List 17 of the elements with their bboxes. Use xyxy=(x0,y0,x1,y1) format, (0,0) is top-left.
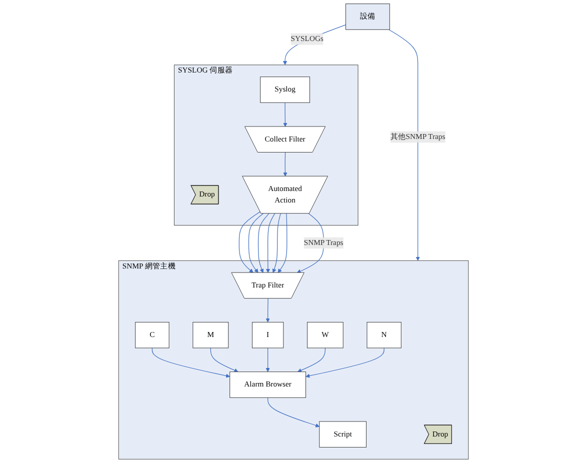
arrow xyxy=(266,213,276,273)
arrow xyxy=(283,102,288,127)
arrow xyxy=(268,397,320,428)
arrow xyxy=(152,348,230,378)
arrow xyxy=(248,213,264,273)
arrow xyxy=(238,211,260,273)
arrow xyxy=(306,348,384,378)
arrow xyxy=(282,24,346,66)
arrow xyxy=(258,213,270,273)
arrow xyxy=(388,29,420,261)
arrow xyxy=(266,348,270,372)
arrow xyxy=(272,213,281,273)
arrow xyxy=(283,152,288,177)
arrow xyxy=(266,298,270,322)
arrow xyxy=(210,348,238,372)
arrow xyxy=(297,348,326,372)
arrow xyxy=(278,213,288,273)
